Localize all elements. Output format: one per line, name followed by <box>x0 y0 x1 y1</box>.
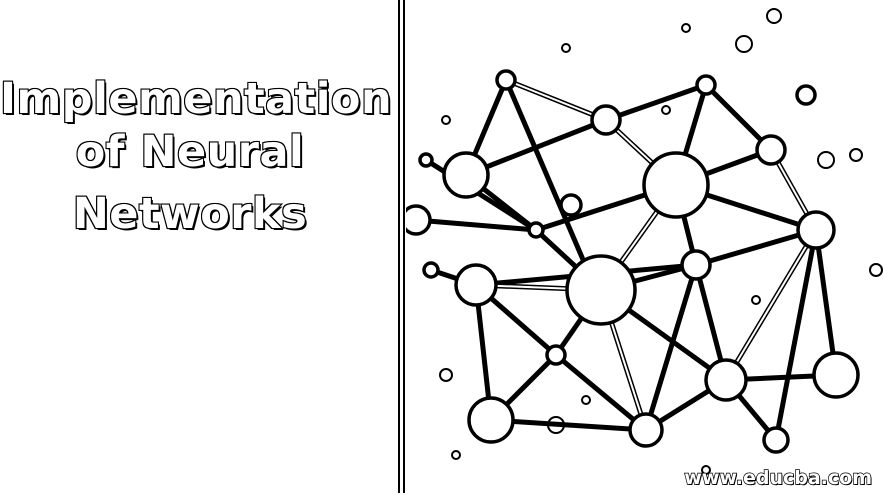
network-svg <box>400 8 883 475</box>
divider-right <box>403 0 405 493</box>
neural-network-illustration <box>400 0 884 493</box>
title-line-3: Networks <box>72 189 308 239</box>
watermark: www.educba.com <box>684 466 873 489</box>
divider-left <box>398 0 400 493</box>
network-edges <box>415 77 839 442</box>
network-scatter-dots <box>439 8 883 475</box>
title-line-1: Implementation <box>0 74 393 124</box>
title-panel: Implementation of Neural Networks <box>0 0 398 493</box>
title-line-2: of Neural <box>75 127 305 177</box>
network-nodes <box>400 69 860 454</box>
